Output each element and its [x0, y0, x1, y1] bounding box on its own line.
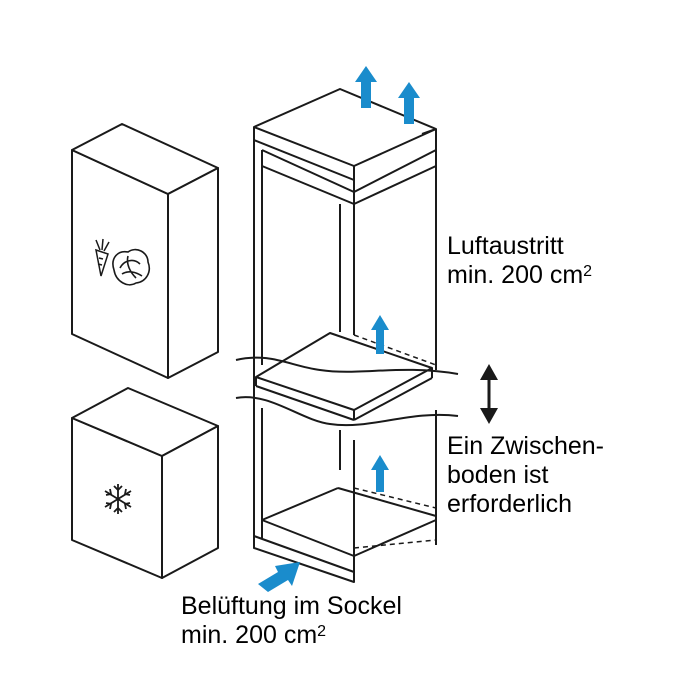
shelf-line2: boden ist — [447, 461, 549, 489]
shelf-label: Ein Zwischen- boden ist erforderlich — [447, 432, 604, 519]
double-arrow-icon — [480, 364, 498, 424]
cabinet-niche — [253, 88, 437, 583]
air-up-arrow-icon — [355, 66, 420, 492]
shelf-line1: Ein Zwischen- — [447, 432, 604, 460]
air-in-arrow-icon — [258, 562, 300, 592]
upper-door-panel — [71, 123, 219, 379]
break-lines — [235, 356, 459, 427]
cabbage-icon — [112, 248, 151, 286]
carrot-icon — [95, 238, 110, 277]
air-outlet-line1: Luftaustritt — [447, 232, 564, 260]
snowflake-icon — [104, 484, 132, 514]
air-outlet-sup: 2 — [583, 263, 593, 280]
base-vent-line1: Belüftung im Sockel — [181, 592, 402, 620]
air-outlet-label: Luftaustritt min. 200 cm2 — [447, 232, 592, 290]
lower-door-panel — [71, 387, 219, 579]
base-vent-line2: min. 200 cm2 — [181, 621, 327, 649]
hidden-edges — [353, 334, 437, 549]
air-outlet-line2: min. 200 cm2 — [447, 261, 593, 289]
base-vent-label: Belüftung im Sockel min. 200 cm2 — [181, 592, 402, 650]
base-vent-sup: 2 — [317, 623, 327, 640]
shelf-line3: erforderlich — [447, 490, 573, 518]
